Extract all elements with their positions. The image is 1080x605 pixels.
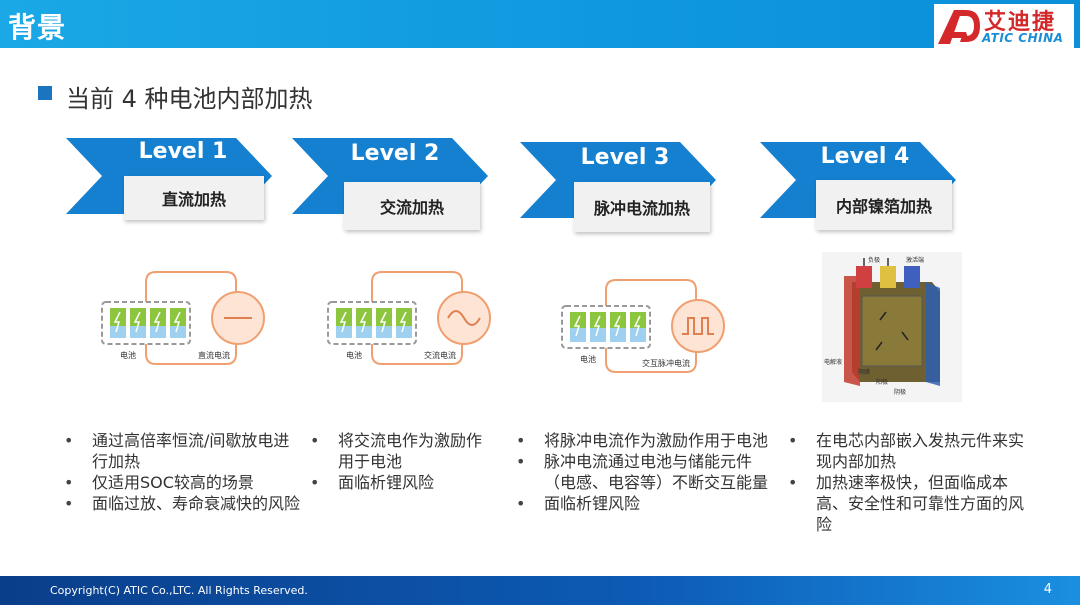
pulse-battery-label: 电池 <box>580 354 596 364</box>
level-1-bullet: 通过高倍率恒流/间歇放电进行加热 <box>64 430 304 472</box>
level-2-bullet: 面临析锂风险 <box>310 472 496 493</box>
logo-mark-icon <box>938 10 980 44</box>
level-4-bullet: 在电芯内部嵌入发热元件来实现内部加热 <box>788 430 1028 472</box>
logo-english-text: ATIC CHINA <box>982 31 1064 45</box>
level-1-header: Level 1 直流加热 <box>66 136 276 226</box>
level-2-name: 交流加热 <box>344 182 480 230</box>
dc-source-label: 直流电流 <box>198 350 230 360</box>
dc-battery-label: 电池 <box>120 350 136 360</box>
foil-electrolyte-label: 电解液 <box>824 358 842 366</box>
page-subtitle: 当前 4 种电池内部加热 <box>66 85 313 113</box>
footer-bar: Copyright(C) ATIC Co.,LTC. All Rights Re… <box>0 576 1080 605</box>
nickel-foil-diagram: 负极 激活端 电解液 隔膜 阳极 阴极 <box>822 252 962 402</box>
level-3-bullet: 脉冲电流通过电池与储能元件（电感、电容等）不断交互能量 <box>516 451 768 493</box>
foil-anode-label: 阳极 <box>876 378 888 386</box>
level-3-bullet: 面临析锂风险 <box>516 493 768 514</box>
level-2-header: Level 2 交流加热 <box>292 136 492 236</box>
header-title: 背景 <box>8 11 67 44</box>
foil-separator-label: 隔膜 <box>858 368 870 376</box>
copyright-text: Copyright(C) ATIC Co.,LTC. All Rights Re… <box>50 584 308 597</box>
level-4-name: 内部镍箔加热 <box>816 180 952 230</box>
level-3-header: Level 3 脉冲电流加热 <box>520 140 720 240</box>
level-1-bullet: 面临过放、寿命衰减快的风险 <box>64 493 304 514</box>
level-1-bullet: 仅适用SOC较高的场景 <box>64 472 304 493</box>
pulse-source-label: 交互脉冲电流 <box>642 358 690 368</box>
level-1-name: 直流加热 <box>124 176 264 220</box>
pulse-circuit-diagram: 电池 交互脉冲电流 <box>561 279 725 373</box>
level-1-label: Level 1 <box>138 139 228 164</box>
page-number: 4 <box>1043 582 1052 597</box>
level-2-description: 将交流电作为激励作用于电池 面临析锂风险 <box>310 430 496 493</box>
level-3-label: Level 3 <box>580 145 670 170</box>
foil-top1-label: 负极 <box>868 256 880 264</box>
level-2-bullet: 将交流电作为激励作用于电池 <box>310 430 496 472</box>
header-bar: 背景 艾迪捷 ATIC CHINA <box>0 0 1080 48</box>
logo-chinese-text: 艾迪捷 <box>984 10 1057 35</box>
level-1-description: 通过高倍率恒流/间歇放电进行加热 仅适用SOC较高的场景 面临过放、寿命衰减快的… <box>64 430 304 514</box>
level-4-header: Level 4 内部镍箔加热 <box>760 140 960 240</box>
company-logo: 艾迪捷 ATIC CHINA <box>934 4 1074 48</box>
level-2-label: Level 2 <box>350 141 440 166</box>
foil-cathode-label: 阴极 <box>894 388 906 396</box>
dc-circuit-diagram: 电池 直流电流 <box>101 271 265 365</box>
level-4-description: 在电芯内部嵌入发热元件来实现内部加热 加热速率极快，但面临成本高、安全性和可靠性… <box>788 430 1028 535</box>
ac-battery-label: 电池 <box>346 350 362 360</box>
level-4-label: Level 4 <box>820 144 910 169</box>
ac-source-label: 交流电流 <box>424 350 456 360</box>
foil-top2-label: 激活端 <box>906 256 924 264</box>
level-3-bullet: 将脉冲电流作为激励作用于电池 <box>516 430 768 451</box>
level-4-bullet: 加热速率极快，但面临成本高、安全性和可靠性方面的风险 <box>788 472 1028 535</box>
level-3-name: 脉冲电流加热 <box>574 182 710 232</box>
level-3-description: 将脉冲电流作为激励作用于电池 脉冲电流通过电池与储能元件（电感、电容等）不断交互… <box>516 430 768 514</box>
ac-circuit-diagram: 电池 交流电流 <box>327 271 491 365</box>
subtitle-bullet-icon <box>38 86 52 100</box>
